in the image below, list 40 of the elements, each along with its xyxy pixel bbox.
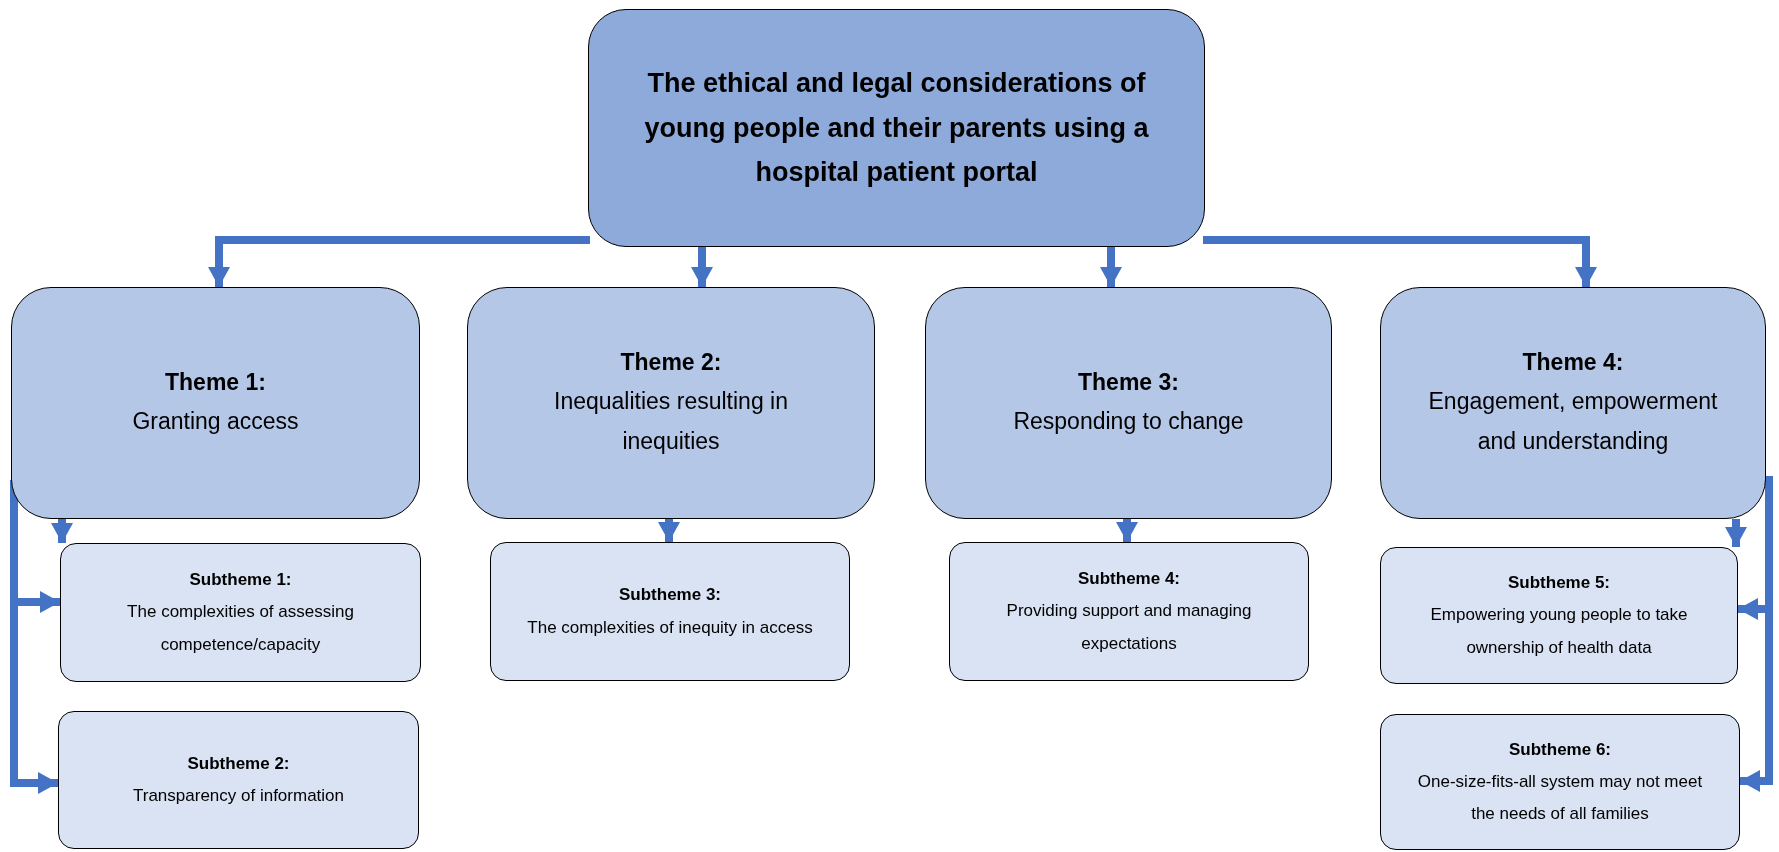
heading: Subtheme 2:: [187, 752, 290, 775]
theme-box: [467, 287, 875, 519]
heading: Subtheme 6:: [1509, 738, 1611, 761]
heading: Theme 4:: [1522, 348, 1624, 378]
arrow: [1725, 519, 1747, 547]
arrow: [691, 247, 713, 287]
description: Inequalities resulting in inequities: [553, 387, 789, 457]
subtheme-box: [1380, 714, 1740, 850]
arrow: [658, 519, 680, 542]
heading: Theme 1:: [165, 368, 266, 398]
arrow: [1100, 247, 1122, 287]
heading: Theme 2:: [620, 348, 722, 378]
description: The complexities of inequity in access: [527, 616, 813, 639]
arrow: [51, 519, 73, 543]
subtheme-box: [490, 542, 850, 681]
heading: Subtheme 5:: [1508, 572, 1610, 595]
description: The complexities of assessing competence/capacity: [126, 601, 355, 656]
arrow: [208, 236, 590, 287]
arrow: [1116, 519, 1138, 542]
subtheme-box: [60, 543, 421, 682]
subtheme-box: [1380, 547, 1738, 684]
heading: Theme 3:: [1078, 368, 1179, 398]
heading: Subtheme 3:: [619, 584, 721, 607]
description: Providing support and managing expectations: [1005, 600, 1253, 655]
description: Empowering young people to take ownership of health data: [1429, 604, 1689, 659]
description: Responding to change: [1013, 407, 1244, 437]
description: Transparency of information: [133, 785, 344, 807]
subtheme-box: [58, 711, 419, 849]
title-box: [588, 9, 1205, 247]
subtheme-box: [949, 542, 1309, 681]
heading: Subtheme 4:: [1078, 568, 1180, 591]
title-text: The ethical and legal considerations of young people and their parents using a hospital patient portal: [643, 67, 1150, 190]
description: One-size-fits-all system may not meet the needs of all families: [1416, 770, 1704, 826]
theme-box: [1380, 287, 1766, 519]
theme-box: [11, 287, 420, 519]
arrow: [1203, 236, 1597, 287]
description: Engagement, empowerment and understanding: [1427, 387, 1719, 457]
description: Granting access: [132, 407, 299, 437]
heading: Subtheme 1:: [189, 569, 292, 592]
theme-box: [925, 287, 1332, 519]
